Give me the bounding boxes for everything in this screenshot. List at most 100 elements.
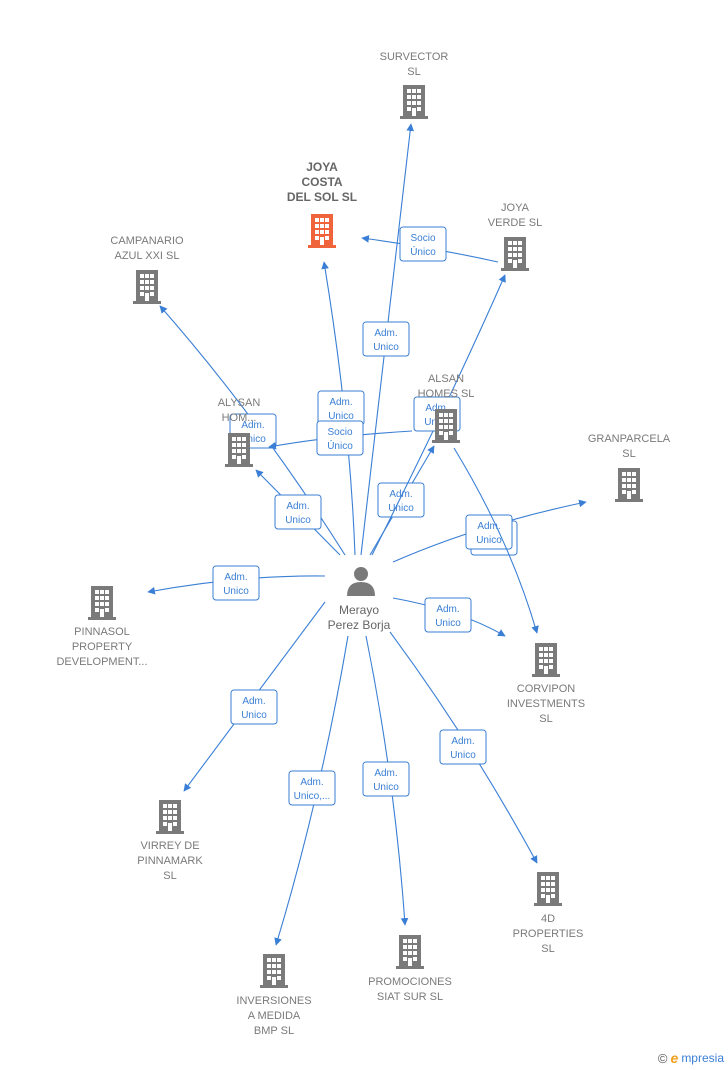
node-label-line: DEL SOL SL (287, 190, 357, 204)
edge-label-text: Unico,... (294, 791, 331, 802)
edge-pinnasol: Adm.Unico (147, 565, 326, 601)
node-label-line: INVERSIONES (236, 995, 311, 1007)
company-node-joya-verde[interactable]: JOYA VERDE SL (488, 202, 542, 271)
company-node-pinnasol[interactable]: PINNASOL PROPERTY DEVELOPMENT... (56, 586, 148, 668)
edge-label-box[interactable] (377, 482, 425, 518)
brand-name: mpresia (681, 1051, 724, 1065)
edge-label-text: Unico (285, 515, 311, 526)
building-icon (615, 468, 643, 502)
building-icon (432, 409, 460, 443)
edge-label-text: Adm. (374, 328, 397, 339)
node-label-line: DEVELOPMENT... (56, 656, 147, 668)
edge-label-text: Unico (328, 411, 354, 422)
node-label-line: AZUL XXI SL (114, 250, 179, 262)
edge-label-text: Unico (388, 503, 414, 514)
edge-label-box[interactable] (399, 226, 447, 262)
node-label-line: COSTA (301, 175, 342, 189)
node-label-line: HOMES SL (418, 388, 475, 400)
edge-label-text: Unico (240, 434, 266, 445)
edge-label-text: Único (410, 245, 436, 258)
edge-label-text: Adm. (286, 501, 309, 512)
node-label-line: SL (407, 66, 420, 78)
edge-label-text: Único (327, 439, 353, 452)
edge-label-text: Adm. (477, 521, 500, 532)
edge-label-box[interactable] (362, 761, 410, 797)
edge-label-box[interactable] (465, 514, 513, 550)
node-label-line: JOYA (501, 202, 530, 214)
edge-label-box[interactable] (362, 321, 410, 357)
edge-label-text: Adm. (389, 489, 412, 500)
edge-label-box[interactable] (212, 565, 260, 601)
edge-label-text: Adm. (329, 397, 352, 408)
node-label-line: HOM... (222, 412, 257, 424)
edge-label-text: Unico (435, 618, 461, 629)
node-label-line: PROPERTY (72, 641, 133, 653)
edge-label-text: Adm. (451, 736, 474, 747)
edge-label-text: Socio (327, 427, 352, 438)
edge-label-box[interactable] (424, 597, 472, 633)
node-label-line: PROPERTIES (513, 928, 584, 940)
node-label-line: SIAT SUR SL (377, 991, 443, 1003)
edge-label-text: Adm. (242, 696, 265, 707)
edge-corvipon: Adm. Unico (392, 597, 506, 637)
brand-initial: e (670, 1050, 679, 1066)
edge-label-text: Unico (476, 535, 502, 546)
building-icon (400, 85, 428, 119)
edge-label-box[interactable] (288, 770, 336, 806)
node-label-line: 4D (541, 913, 555, 925)
edge-label-box[interactable] (230, 689, 278, 725)
edge-joya-costa: Adm. Unico (317, 261, 365, 556)
building-icon (225, 433, 253, 467)
building-icon (396, 935, 424, 969)
node-label-line: GRANPARCELA (588, 433, 671, 445)
edge-label-text: Unico (373, 342, 399, 353)
edge-label-text: Unico (223, 586, 249, 597)
edge-label-box[interactable] (439, 729, 487, 765)
edge-granparcela: Adm. Unico (392, 499, 587, 563)
edge-label-box[interactable] (274, 494, 322, 530)
node-label-line: VIRREY DE (140, 840, 199, 852)
building-icon (308, 214, 336, 248)
edge-alysan-direct: Adm. Unico (255, 469, 341, 556)
person-icon (347, 567, 375, 596)
node-label-line: SURVECTOR (380, 51, 449, 63)
node-label-line: INVESTMENTS (507, 698, 585, 710)
edge-alsan: Adm. Unico (369, 445, 435, 556)
node-label-line: SL (539, 713, 552, 725)
edge-label-text: Adm. (374, 768, 397, 779)
company-node-alysan[interactable]: ALYSAN HOM... (218, 397, 261, 467)
building-icon (501, 237, 529, 271)
company-node-corvipon[interactable]: CORVIPON INVESTMENTS SL (507, 643, 585, 725)
node-label-line: VERDE SL (488, 217, 542, 229)
edge-label-text: Adm. (436, 604, 459, 615)
building-icon (133, 270, 161, 304)
company-node-survector[interactable]: SURVECTOR SL (380, 51, 449, 119)
building-icon (532, 643, 560, 677)
edge-label-text: Adm. (300, 777, 323, 788)
node-label-line: PINNASOL (74, 626, 130, 638)
edge-inversiones: Adm. Unico,... (274, 635, 349, 946)
company-node-alsan[interactable]: ALSAN HOMES SL (418, 373, 475, 443)
node-label-line: SL (163, 870, 176, 882)
copyright-symbol: © (657, 1050, 668, 1066)
node-label-line: A MEDIDA (248, 1010, 301, 1022)
node-label-line: ALSAN (428, 373, 464, 385)
node-label-line: CORVIPON (517, 683, 576, 695)
node-label-line: ALYSAN (218, 397, 261, 409)
node-label-line: Perez Borja (328, 618, 391, 632)
building-icon (156, 800, 184, 834)
building-icon (534, 872, 562, 906)
edge-label-box[interactable] (316, 420, 364, 456)
